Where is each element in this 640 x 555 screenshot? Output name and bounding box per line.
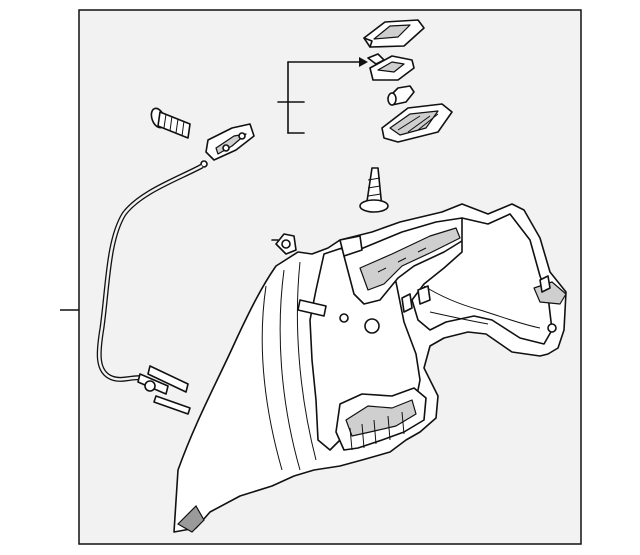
clip-icon — [367, 53, 415, 81]
cable-icon — [96, 163, 204, 415]
push-pin-icon — [359, 167, 389, 213]
cover-cap-icon — [363, 19, 425, 48]
lever-bracket-icon — [200, 123, 255, 168]
trim-panel-icon — [173, 203, 567, 533]
fastener-icon — [271, 233, 297, 255]
lamp-lens-icon — [381, 103, 453, 143]
bolt-icon — [150, 107, 191, 139]
bulb-icon — [387, 85, 415, 106]
lamp-group-callout — [277, 57, 368, 134]
